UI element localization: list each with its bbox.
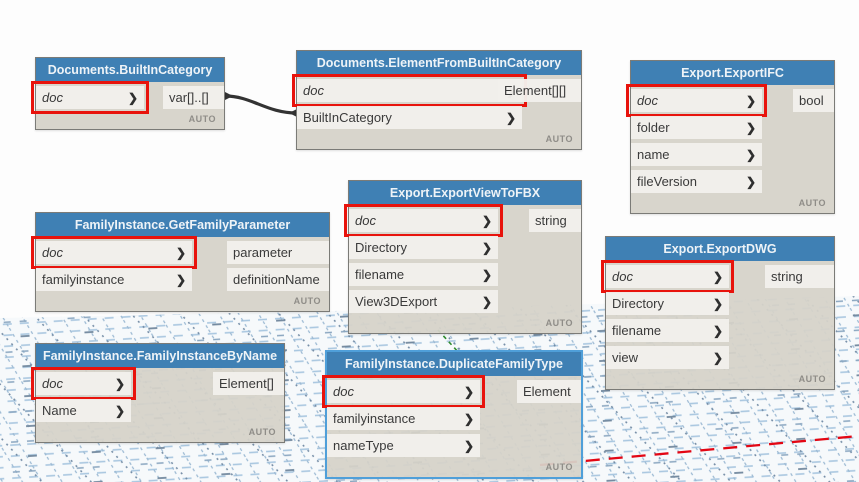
lacing-label: AUTO (293, 296, 321, 306)
output-port[interactable]: Element[][] (498, 79, 581, 102)
input-port-filename[interactable]: filename (349, 263, 498, 286)
node-export-exportdwg[interactable]: Export.ExportDWG doc Directory filename … (601, 236, 835, 390)
port-chevron-icon (464, 438, 474, 453)
port-chevron-icon (713, 323, 723, 338)
port-chevron-icon (746, 93, 756, 108)
wire-builtincategory-to-elementfrombuiltincategory[interactable] (224, 94, 298, 115)
output-port[interactable]: bool (793, 89, 834, 112)
node-documents-elementfrombuiltincategory[interactable]: Documents.ElementFromBuiltInCategory doc… (292, 50, 582, 150)
node-title[interactable]: FamilyInstance.FamilyInstanceByName (36, 344, 284, 368)
input-port-builtincategory[interactable]: BuiltInCategory (297, 106, 522, 129)
port-chevron-icon (464, 411, 474, 426)
node-documents-builtincategory[interactable]: Documents.BuiltInCategory doc var[]..[] … (31, 57, 225, 130)
node-title[interactable]: FamilyInstance.GetFamilyParameter (36, 213, 329, 237)
port-chevron-icon (506, 110, 516, 125)
node-title[interactable]: Documents.BuiltInCategory (36, 58, 224, 82)
axis-x-red (539, 434, 859, 467)
input-port-doc[interactable]: doc (601, 260, 734, 293)
port-chevron-icon (115, 403, 125, 418)
port-chevron-icon (713, 296, 723, 311)
input-port-name[interactable]: name (631, 143, 762, 166)
input-port-view3dexport[interactable]: View3DExport (349, 290, 498, 313)
port-chevron-icon (482, 294, 492, 309)
node-title[interactable]: Documents.ElementFromBuiltInCategory (297, 51, 581, 75)
port-chevron-icon (746, 120, 756, 135)
node-export-exportifc[interactable]: Export.ExportIFC doc folder name fileVer… (626, 60, 835, 214)
input-port-fileversion[interactable]: fileVersion (631, 170, 762, 193)
input-port-directory[interactable]: Directory (606, 292, 729, 315)
port-chevron-icon (713, 350, 723, 365)
port-chevron-icon (464, 384, 474, 399)
node-familyinstance-familyinstancebyname[interactable]: FamilyInstance.FamilyInstanceByName doc … (31, 343, 285, 443)
port-chevron-icon (482, 213, 492, 228)
lacing-label: AUTO (188, 114, 216, 124)
lacing-label: AUTO (545, 462, 573, 472)
input-port-name[interactable]: Name (36, 399, 131, 422)
input-port-doc[interactable]: doc (322, 375, 485, 408)
output-port[interactable]: var[]..[] (163, 86, 224, 109)
port-chevron-icon (128, 90, 138, 105)
port-chevron-icon (176, 272, 186, 287)
port-chevron-icon (115, 376, 125, 391)
node-title[interactable]: Export.ExportDWG (606, 237, 834, 261)
output-port[interactable]: string (765, 265, 834, 288)
input-port-filename[interactable]: filename (606, 319, 729, 342)
lacing-label: AUTO (248, 427, 276, 437)
node-familyinstance-getfamilyparameter[interactable]: FamilyInstance.GetFamilyParameter doc fa… (31, 212, 330, 312)
input-port-familyinstance[interactable]: familyinstance (36, 268, 192, 291)
port-chevron-icon (746, 147, 756, 162)
input-port-doc[interactable]: doc (626, 84, 767, 117)
output-port-parameter[interactable]: parameter (227, 241, 329, 264)
input-port-doc[interactable]: doc (31, 236, 197, 269)
input-port-doc[interactable]: doc (344, 204, 503, 237)
output-port[interactable]: string (529, 209, 581, 232)
node-familyinstance-duplicatefamilytype[interactable]: FamilyInstance.DuplicateFamilyType doc f… (322, 350, 583, 479)
input-port-doc[interactable]: doc (292, 74, 527, 107)
lacing-label: AUTO (545, 134, 573, 144)
lacing-label: AUTO (798, 374, 826, 384)
port-chevron-icon (482, 267, 492, 282)
node-title[interactable]: Export.ExportViewToFBX (349, 181, 581, 205)
output-port-definitionname[interactable]: definitionName (227, 268, 329, 291)
output-port[interactable]: Element[] (213, 372, 284, 395)
node-export-exportviewtofbx[interactable]: Export.ExportViewToFBX doc Directory fil… (344, 180, 582, 334)
input-port-doc[interactable]: doc (31, 367, 136, 400)
port-chevron-icon (713, 269, 723, 284)
node-title[interactable]: FamilyInstance.DuplicateFamilyType (327, 352, 581, 376)
port-chevron-icon (176, 245, 186, 260)
input-port-doc[interactable]: doc (31, 81, 149, 114)
input-port-nametype[interactable]: nameType (327, 434, 480, 457)
input-port-folder[interactable]: folder (631, 116, 762, 139)
port-chevron-icon (746, 174, 756, 189)
output-port[interactable]: Element (517, 380, 581, 403)
input-port-directory[interactable]: Directory (349, 236, 498, 259)
lacing-label: AUTO (545, 318, 573, 328)
lacing-label: AUTO (798, 198, 826, 208)
input-port-familyinstance[interactable]: familyinstance (327, 407, 480, 430)
node-title[interactable]: Export.ExportIFC (631, 61, 834, 85)
input-port-view[interactable]: view (606, 346, 729, 369)
port-chevron-icon (482, 240, 492, 255)
